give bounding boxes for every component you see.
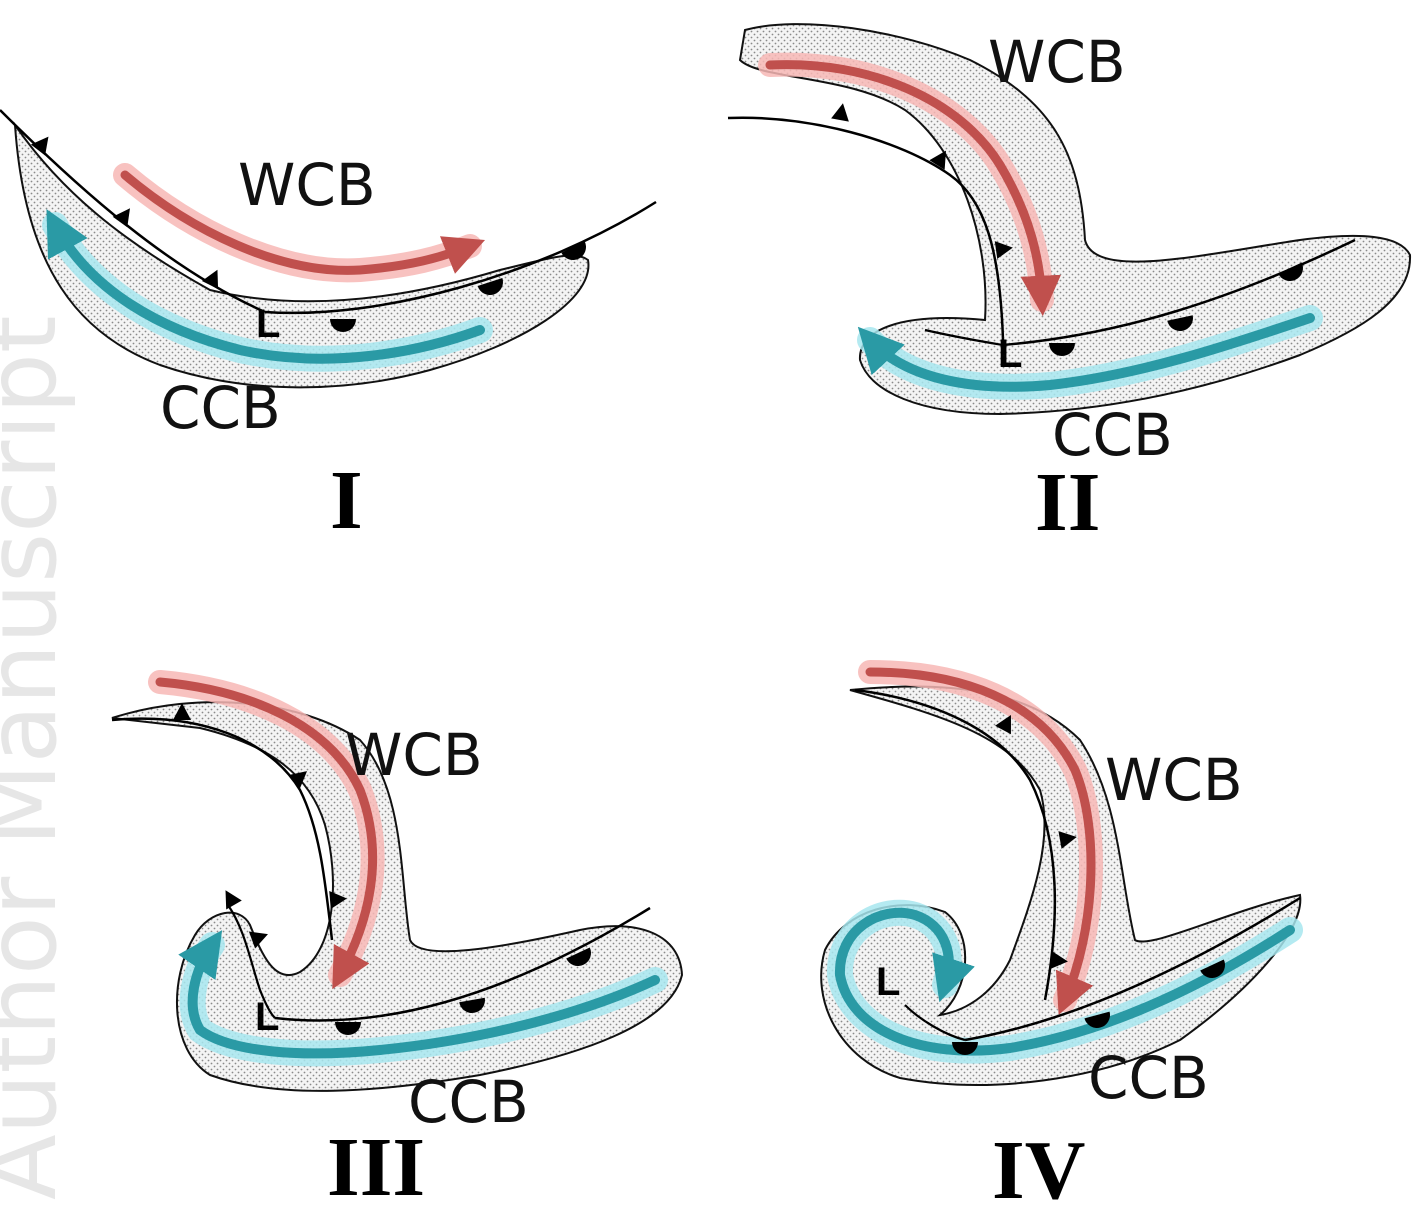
low-pressure-label: L <box>876 960 900 1004</box>
wcb-label: WCB <box>988 28 1126 96</box>
low-pressure-label: L <box>255 995 279 1039</box>
panel-numeral: IV <box>992 1124 1085 1212</box>
panel-4: WCB CCB L IV <box>821 672 1300 1212</box>
panel-3: WCB CCB L III <box>112 682 682 1212</box>
ccb-label: CCB <box>1088 1044 1209 1112</box>
ccb-label: CCB <box>408 1068 529 1136</box>
wcb-label: WCB <box>238 151 376 219</box>
watermark-text: Author Manuscript <box>0 315 78 1200</box>
panel-numeral: III <box>327 1121 425 1212</box>
cold-front-triangle-icon <box>218 886 242 910</box>
ccb-label: CCB <box>160 374 281 442</box>
cold-front-triangle-icon <box>202 266 226 289</box>
cold-front-triangle-icon <box>831 102 852 122</box>
panel-numeral: II <box>1035 456 1100 549</box>
wcb-label: WCB <box>1105 746 1243 814</box>
low-pressure-label: L <box>256 302 280 346</box>
panel-1: WCB CCB L I <box>0 110 656 547</box>
cold-front-triangle-icon <box>113 203 138 227</box>
panel-numeral: I <box>330 454 363 547</box>
low-pressure-label: L <box>998 332 1022 376</box>
wcb-label: WCB <box>345 721 483 789</box>
panel-2: WCB CCB L II <box>728 24 1410 549</box>
